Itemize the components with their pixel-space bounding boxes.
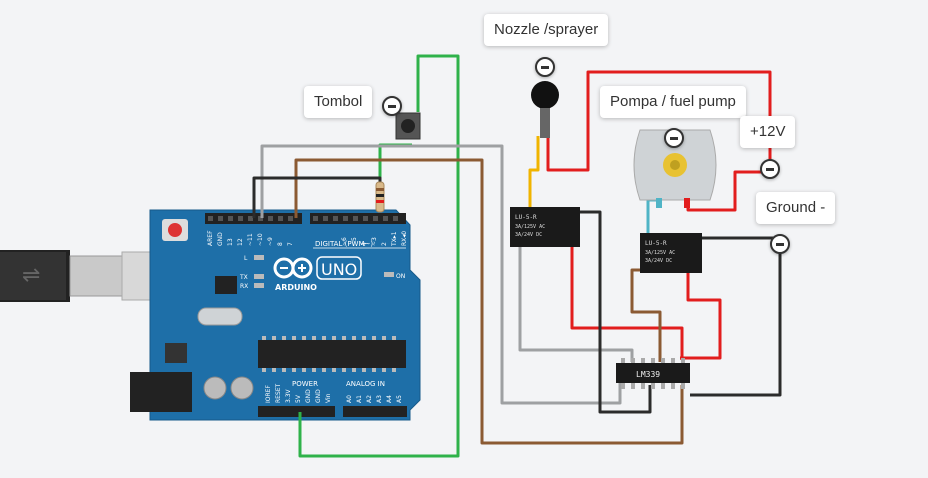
wire-red-relay2[interactable]	[680, 255, 722, 360]
wire-gray[interactable]	[260, 144, 622, 405]
power-header-label: POWER	[292, 380, 318, 388]
wire-black-comp[interactable]	[690, 250, 782, 397]
relay1-model: LU-5-R	[515, 214, 537, 221]
reset-button-cap[interactable]	[168, 223, 182, 237]
pin-label: A2	[366, 395, 373, 403]
lm339-chip[interactable]: LM339	[616, 358, 690, 389]
arduino-logo-icon	[273, 257, 313, 279]
callout-nozzle[interactable]: Nozzle /sprayer	[484, 14, 609, 46]
pin-label: GND	[217, 232, 224, 246]
pin-label: ~3	[371, 237, 378, 246]
lm339-label: LM339	[636, 370, 660, 379]
led-rx-label: RX	[240, 283, 248, 290]
pin-label: RESET	[275, 383, 282, 403]
analog-header-label: ANALOG IN	[346, 380, 385, 388]
pin-label: ~11	[247, 233, 254, 246]
resistor	[375, 181, 385, 213]
pin-label: IOREF	[265, 385, 272, 403]
callout-tombol[interactable]: Tombol	[304, 86, 373, 118]
board-model: UNO	[321, 260, 357, 279]
callout-pompa-text: Pompa / fuel pump	[610, 93, 736, 110]
fuel-pump-component[interactable]	[633, 129, 717, 208]
pin-label: 5V	[295, 394, 302, 403]
pin-label: 12	[237, 238, 244, 246]
wire-green-5v[interactable]	[298, 54, 460, 458]
pin-label: 4	[361, 242, 368, 246]
push-button[interactable]	[395, 112, 421, 140]
wire-brown[interactable]	[294, 158, 684, 445]
wires	[252, 54, 782, 458]
pin-label: ~5	[351, 237, 358, 246]
relay2-rating-ac: 3A/125V AC	[645, 250, 675, 256]
pin-label: A4	[386, 395, 393, 403]
pin-label: A3	[376, 395, 383, 403]
wire-brown-relay2[interactable]	[630, 268, 662, 362]
pin-label: 2	[381, 242, 388, 246]
callout-ground[interactable]: Ground -	[756, 192, 836, 224]
remove-ground-icon[interactable]	[770, 234, 790, 254]
pin-label: A1	[356, 395, 363, 403]
callout-tombol-text: Tombol	[314, 93, 363, 110]
pin-label: 13	[227, 238, 234, 246]
pin-label: ~6	[341, 237, 348, 246]
relay1-rating-dc: 3A/24V DC	[515, 232, 542, 238]
pin-label: ~10	[257, 233, 264, 246]
power-jack[interactable]	[130, 372, 192, 412]
nozzle-component[interactable]	[531, 81, 559, 138]
callout-ground-text: Ground -	[766, 199, 826, 216]
wire-gray-relay[interactable]	[518, 245, 634, 362]
pin-label: GND	[305, 389, 312, 403]
board-brand: ARDUINO	[275, 283, 317, 292]
wire-red-nozzle[interactable]	[546, 70, 772, 172]
callout-nozzle-text: Nozzle /sprayer	[494, 21, 599, 38]
led-tx-label: TX	[239, 274, 248, 281]
pin-label: A5	[396, 395, 403, 403]
remove-tombol-icon[interactable]	[382, 96, 402, 116]
pin-label: A0	[346, 395, 353, 403]
remove-nozzle-icon[interactable]	[535, 57, 555, 77]
pin-label: 7	[287, 242, 294, 246]
pin-label: 3.3V	[285, 388, 292, 403]
wire-red-relay1[interactable]	[570, 245, 684, 360]
relay2-model: LU-5-R	[645, 240, 667, 247]
led-on-label: ON	[396, 273, 405, 280]
relay-1[interactable]: LU-5-R 3A/125V AC 3A/24V DC	[510, 207, 580, 247]
pin-label: RX◂0	[401, 231, 408, 246]
relay-2[interactable]: LU-5-R 3A/125V AC 3A/24V DC	[640, 233, 702, 273]
atmega-chip	[258, 340, 406, 368]
wire-green-button[interactable]	[378, 143, 412, 182]
pin-label: 8	[277, 242, 284, 246]
callout-12v-text: +12V	[750, 123, 786, 140]
callout-12v[interactable]: +12V	[740, 116, 796, 148]
pin-label: TX▸1	[391, 231, 398, 247]
remove-pompa-icon[interactable]	[664, 128, 684, 148]
remove-12v-icon[interactable]	[760, 159, 780, 179]
relay2-rating-dc: 3A/24V DC	[645, 258, 672, 264]
pin-label: Vin	[325, 393, 332, 403]
digital-header-label: DIGITAL (PWM~)	[315, 240, 373, 248]
pin-label: AREF	[207, 230, 214, 246]
wire-black-relay1[interactable]	[578, 210, 652, 414]
wire-yellow[interactable]	[528, 136, 540, 210]
led-l-label: L	[244, 255, 248, 262]
svg-text:⇌: ⇌	[22, 263, 40, 288]
pin-label: ~9	[267, 237, 274, 246]
callout-pompa[interactable]: Pompa / fuel pump	[600, 86, 746, 118]
pin-label: GND	[315, 389, 322, 403]
relay1-rating-ac: 3A/125V AC	[515, 224, 545, 230]
